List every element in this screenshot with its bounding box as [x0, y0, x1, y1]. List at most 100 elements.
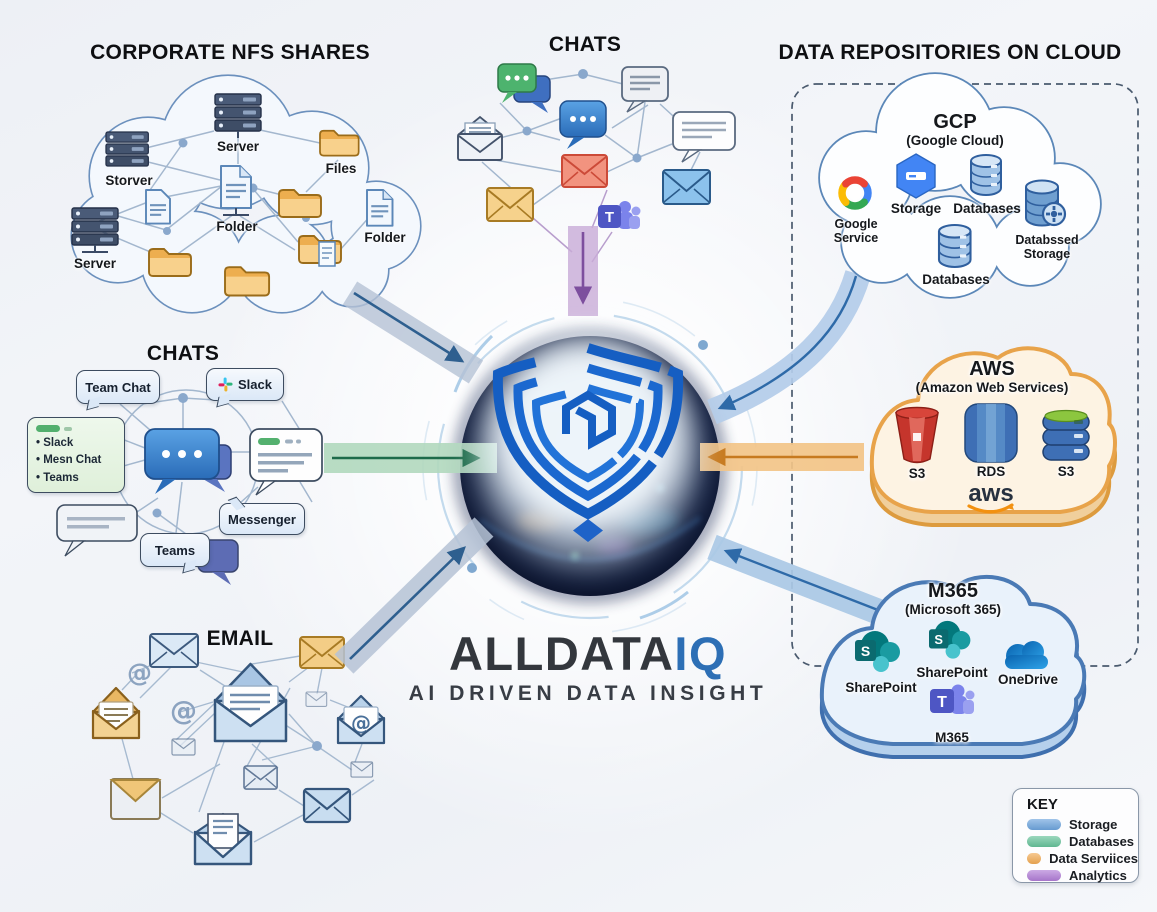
reply-bubble-icon: [249, 428, 323, 496]
envelope-icon: [171, 738, 196, 756]
gcp-label-databssed-storage: Databssed Storage: [1015, 233, 1079, 261]
key-swatch-data-services: [1027, 853, 1042, 864]
m365-title: M365: [927, 580, 979, 602]
folder-icon: [148, 248, 192, 277]
at-sign-icon: @: [127, 658, 152, 687]
chat-bubble-pair-icon: [497, 63, 551, 113]
nfs-label-server-top: Server: [216, 139, 260, 154]
key-box: KEY Storage Databases Data Serviices Ana…: [1012, 788, 1139, 883]
chat-list-box: • Slack • Mesn Chat • Teams: [27, 417, 125, 493]
nfs-label-folder-right: Folder: [364, 230, 406, 245]
logo-wordmark: ALLDATAIQ: [449, 626, 727, 681]
title-nfs-shares: CORPORATE NFS SHARES: [90, 41, 370, 64]
gcp-subtitle: (Google Cloud): [906, 133, 1004, 148]
m365-subtitle: (Microsoft 365): [904, 602, 1002, 617]
logo-tagline: AI DRIVEN DATA INSIGHT: [408, 682, 768, 705]
open-envelope-letter-icon: [91, 686, 141, 740]
folder-icon: [278, 189, 322, 218]
arrow-nfs-to-center: [342, 281, 484, 384]
speech-bubble-icon: [621, 66, 669, 113]
nfs-label-folder-center: Folder: [216, 219, 258, 234]
title-chats-top: CHATS: [548, 33, 622, 56]
arrow-gcp-to-center: [707, 270, 871, 425]
arrow-email-to-center: [334, 517, 494, 674]
chat-dots-bubble-icon: [559, 100, 607, 149]
key-row: Databases: [1027, 833, 1138, 850]
open-envelope-icon: [457, 115, 503, 161]
envelope-icon: [350, 761, 374, 778]
envelope-red-icon: [561, 154, 608, 188]
chat-dots-bubble-icon: [144, 428, 232, 494]
onedrive-icon: [1005, 641, 1048, 669]
m365-label-m365: M365: [935, 730, 969, 745]
aws-label-rds: RDS: [976, 464, 1006, 479]
document-icon: [145, 189, 171, 225]
bubble-team-chat: Team Chat: [76, 370, 160, 404]
aws-subtitle: (Amazon Web Services): [915, 380, 1069, 395]
aws-label-s3-b: S3: [1057, 464, 1075, 479]
envelope-yellow-icon: [486, 187, 534, 222]
envelope-icon: [299, 636, 345, 669]
gcp-label-databases-2: Databases: [922, 272, 990, 287]
at-sign-icon: @: [170, 696, 197, 727]
slack-icon: [218, 377, 233, 392]
key-swatch-analytics: [1027, 870, 1061, 881]
database-icon: [937, 223, 972, 269]
m365-label-onedrive: OneDrive: [997, 672, 1059, 687]
database-icon: [970, 154, 1002, 196]
chats-left-network-nodes: [152, 393, 188, 518]
gcp-storage-icon: [896, 153, 936, 199]
chat-list-item: • Teams: [36, 471, 79, 484]
document-icon: [220, 165, 252, 216]
key-label-data-services: Data Serviices: [1049, 851, 1138, 866]
chats-top-network-nodes: [522, 69, 642, 163]
gcp-title: GCP: [933, 111, 977, 133]
envelope-blue-icon: [662, 169, 711, 205]
open-envelope-letter-icon: [213, 662, 288, 743]
title-email: EMAIL: [206, 627, 274, 650]
email-network-node: [312, 741, 322, 751]
shield-logo: [476, 336, 700, 568]
server-icon: [214, 93, 262, 138]
key-swatch-storage: [1027, 819, 1061, 830]
google-cloud-icon: [838, 176, 872, 210]
envelope-icon: [302, 787, 352, 824]
logo-accent: IQ: [674, 627, 728, 680]
document-icon: [366, 189, 394, 227]
teams-icon: T: [598, 201, 641, 229]
s3-bucket-icon: [895, 406, 939, 464]
chat-list-item: • Mesn Chat: [36, 454, 102, 467]
envelope-icon: [305, 691, 328, 707]
bubble-slack: Slack: [206, 368, 284, 401]
key-label-storage: Storage: [1069, 817, 1118, 832]
teams-icon: T: [930, 684, 975, 714]
aws-logo: aws: [967, 480, 1014, 514]
bubble-teams-label: Teams: [154, 542, 196, 558]
m365-label-sharepoint-2: SharePoint: [916, 665, 988, 680]
nfs-label-storver: Storver: [105, 173, 153, 188]
logo-primary: ALLDATA: [448, 627, 675, 680]
sharepoint-letter: S: [861, 643, 870, 659]
at-sign-icon: @: [351, 711, 371, 735]
gcp-label-storage: Storage: [890, 201, 942, 216]
envelope-icon: [149, 633, 199, 668]
sharepoint-letter: S: [934, 632, 943, 647]
server-icon: [105, 131, 149, 167]
sharepoint-icon: S: [929, 620, 971, 659]
key-row: Data Serviices: [1027, 850, 1138, 867]
key-row: Storage: [1027, 816, 1138, 833]
key-swatch-databases: [1027, 836, 1061, 847]
aws-smile-tip: [1007, 505, 1014, 510]
rds-cylinder-icon: [964, 403, 1018, 463]
m365-label-sharepoint-1: SharePoint: [845, 680, 917, 695]
folder-document-icon: [298, 235, 342, 267]
title-data-repositories: DATA REPOSITORIES ON CLOUD: [778, 41, 1122, 64]
sharepoint-icon: S: [855, 631, 900, 672]
chat-list-pill: [36, 425, 116, 432]
key-title: KEY: [1027, 796, 1058, 813]
arrow-m365-to-center: [707, 534, 907, 634]
key-label-analytics: Analytics: [1069, 868, 1127, 883]
aws-label-s3-a: S3: [908, 466, 926, 481]
teams-letter: T: [937, 694, 947, 711]
